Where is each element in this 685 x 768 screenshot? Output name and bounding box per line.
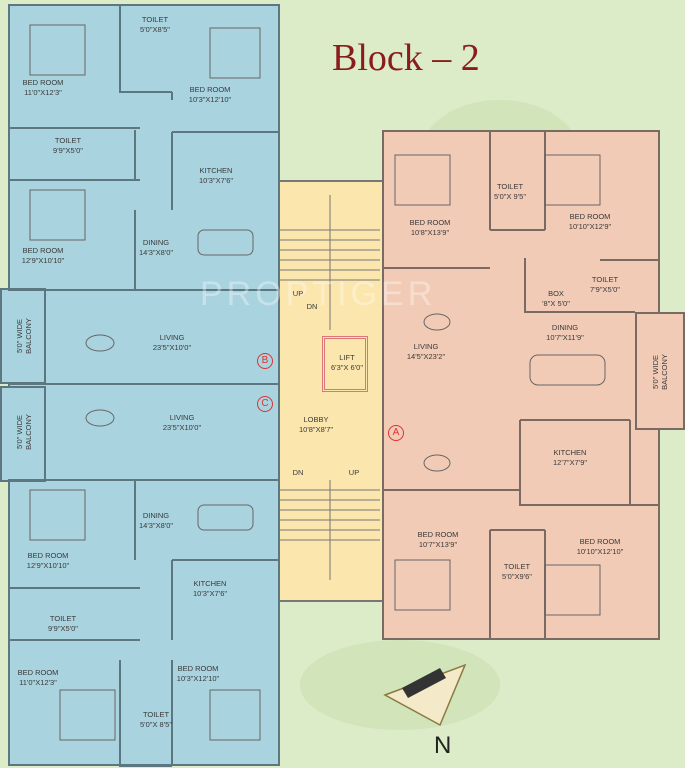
unit-c-marker: C: [257, 396, 273, 412]
unit-b-marker: B: [257, 353, 273, 369]
north-label: N: [434, 732, 452, 759]
balcony-unit-a: [635, 312, 685, 430]
unit-a-marker: A: [388, 425, 404, 441]
lift-shaft: [322, 336, 368, 392]
stair-up-label: UP: [292, 289, 304, 298]
room-label-box: BOX'8"X 5'0": [542, 289, 570, 308]
watermark: PROPTIGER: [200, 275, 437, 313]
stair-up-label: UP: [348, 468, 360, 477]
stair-down-label: DN: [306, 302, 318, 311]
stair-down-label: DN: [292, 468, 304, 477]
block-title: Block – 2: [332, 37, 480, 79]
